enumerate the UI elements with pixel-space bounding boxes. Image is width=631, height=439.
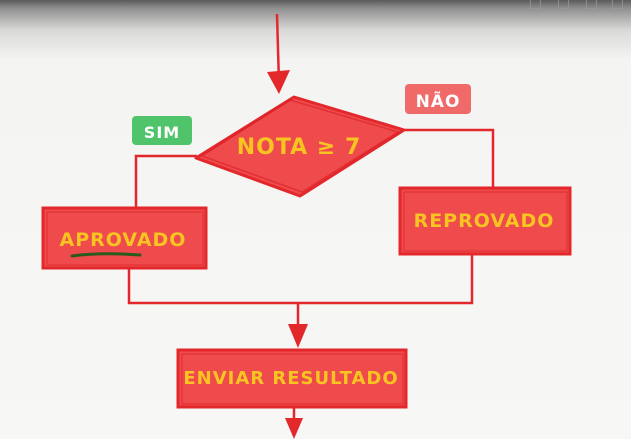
no-branch-line bbox=[402, 128, 495, 190]
panel-icon[interactable] bbox=[612, 0, 623, 9]
no-badge bbox=[405, 84, 471, 114]
document-icon[interactable] bbox=[558, 0, 569, 9]
rejected-label: REPROVADO bbox=[414, 210, 555, 232]
send-result-label: ENVIAR RESULTADO bbox=[183, 368, 398, 389]
yes-label: SIM bbox=[144, 123, 180, 142]
incoming-arrow bbox=[267, 13, 290, 94]
yes-badge bbox=[132, 116, 192, 145]
copy-icon[interactable] bbox=[586, 0, 597, 9]
rejected-box bbox=[398, 186, 572, 256]
yes-branch-line bbox=[134, 154, 197, 210]
cloud-icon[interactable] bbox=[530, 0, 541, 9]
outgoing-arrow bbox=[285, 407, 303, 439]
decision-diamond bbox=[194, 95, 406, 198]
approved-box bbox=[41, 206, 208, 270]
send-result-box bbox=[176, 348, 408, 409]
merge-lines bbox=[127, 254, 474, 348]
decision-label: NOTA ≥ 7 bbox=[237, 135, 362, 160]
approved-label: APROVADO bbox=[60, 229, 187, 251]
no-label: NÃO bbox=[416, 89, 461, 112]
